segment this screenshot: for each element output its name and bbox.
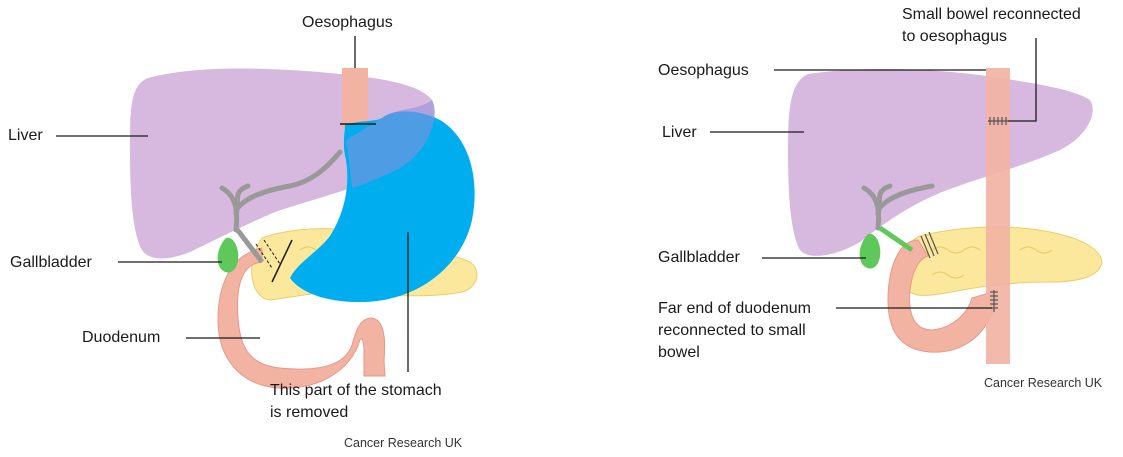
gallbladder-shape <box>218 238 239 273</box>
oesophagus-tube <box>342 68 368 128</box>
label-duodenum: Duodenum <box>82 327 160 348</box>
label-liver: Liver <box>662 122 697 143</box>
label-oesophagus: Oesophagus <box>302 12 393 33</box>
credit-left: Cancer Research UK <box>344 436 462 450</box>
label-duodenum-line3: bowel <box>658 342 700 363</box>
label-gallbladder: Gallbladder <box>10 252 92 273</box>
label-duodenum-line2: reconnected to small <box>658 320 806 341</box>
label-liver: Liver <box>8 125 43 146</box>
liver-shape <box>788 69 1093 256</box>
label-small-bowel-line1: Small bowel reconnected <box>902 4 1081 25</box>
left-diagram: Oesophagus Liver Gallbladder Duodenum Th… <box>0 0 560 457</box>
right-diagram: Small bowel reconnected to oesophagus Oe… <box>560 0 1123 457</box>
label-duodenum-line1: Far end of duodenum <box>658 298 811 319</box>
label-small-bowel-line2: to oesophagus <box>902 26 1007 47</box>
label-stomach-removed-line2: is removed <box>270 402 348 423</box>
label-oesophagus: Oesophagus <box>658 60 749 81</box>
small-bowel-tube <box>986 68 1010 364</box>
label-stomach-removed-line1: This part of the stomach <box>270 380 442 401</box>
label-gallbladder: Gallbladder <box>658 247 740 268</box>
credit-right: Cancer Research UK <box>984 376 1102 390</box>
